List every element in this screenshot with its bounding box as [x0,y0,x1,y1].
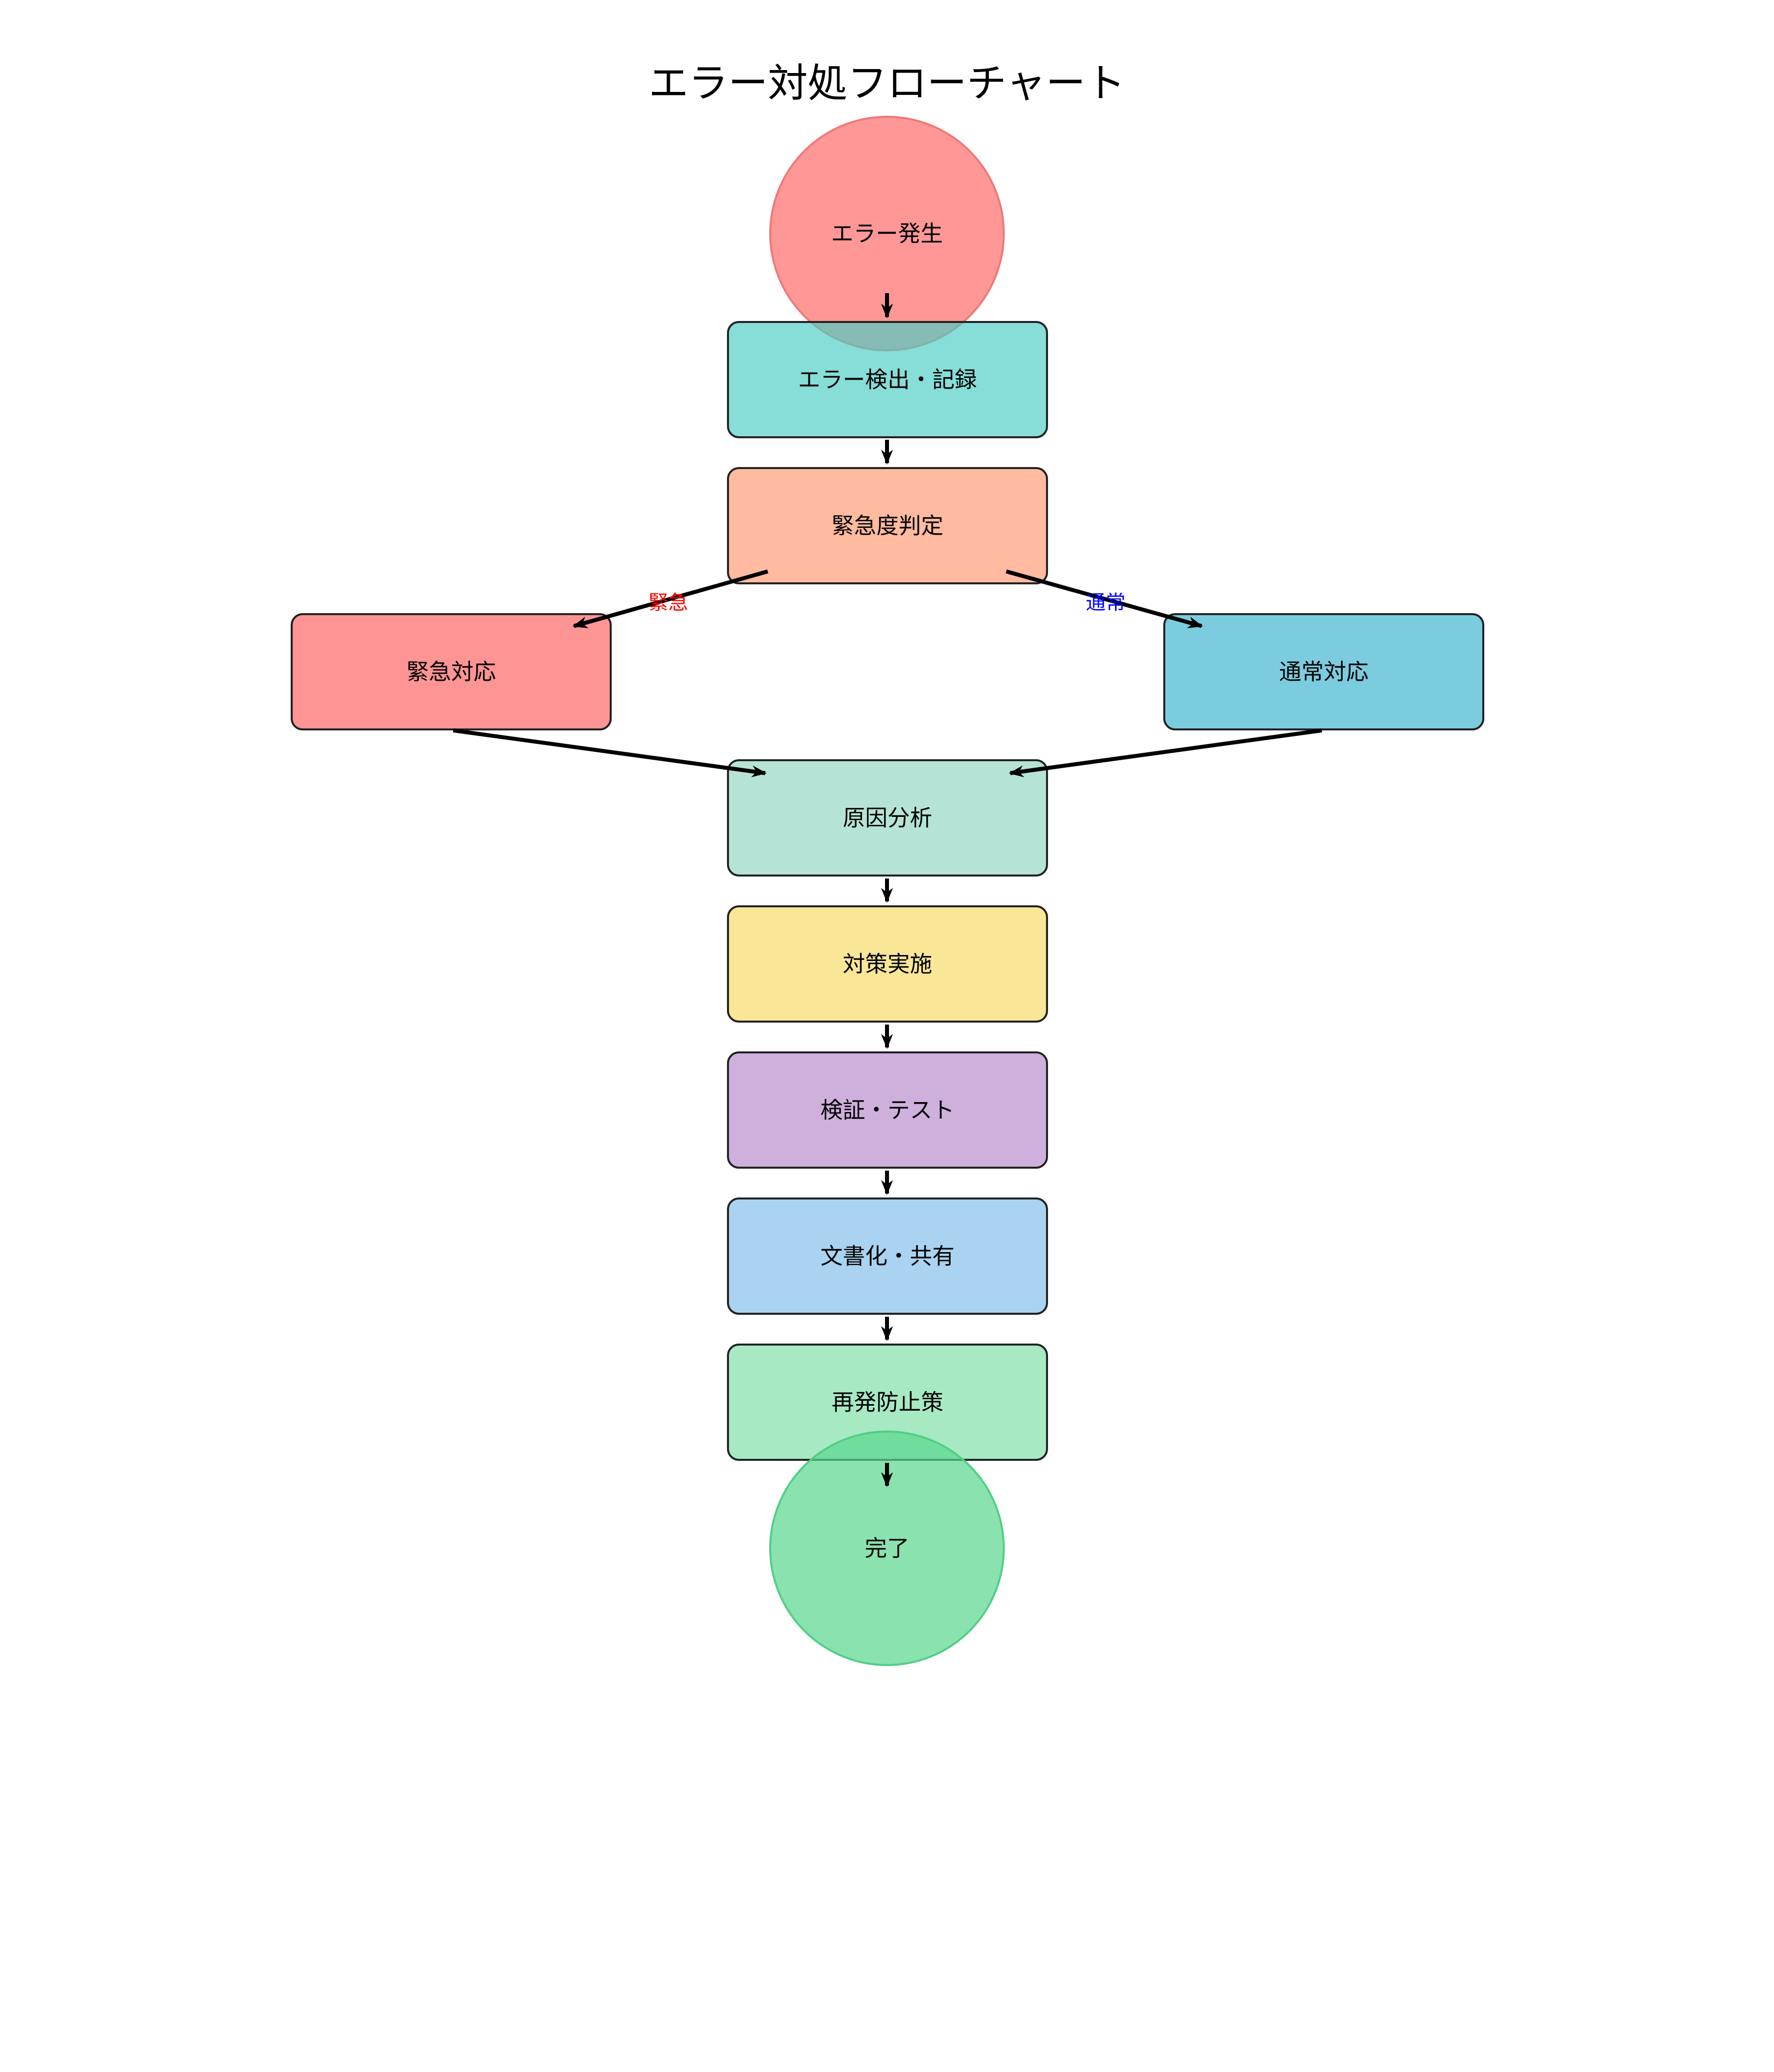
node-detect-label: エラー検出・記録 [798,367,977,393]
node-detect: エラー検出・記録 [727,321,1048,438]
node-end: 完了 [769,1431,1005,1666]
node-analysis-label: 原因分析 [843,805,932,831]
node-judge: 緊急度判定 [727,467,1048,584]
node-start-label: エラー発生 [831,221,943,247]
node-verify: 検証・テスト [727,1051,1048,1169]
edge-judge-urgent [572,569,769,629]
edge-normal-analysis [1009,728,1322,778]
page-title: エラー対処フローチャート [648,60,1125,106]
node-urgent-shape [291,613,612,730]
node-start: エラー発生 [769,116,1005,351]
node-normal-shape [1163,613,1484,730]
edge-urgent-analysis [453,728,767,778]
node-judge-label: 緊急度判定 [831,513,943,539]
node-analysis: 原因分析 [727,759,1048,877]
node-end-shape [769,1431,1005,1666]
node-analysis-shape [727,759,1048,877]
node-normal-label: 通常対応 [1279,659,1369,685]
edges-layer [453,293,1322,1487]
node-urgent-label: 緊急対応 [406,659,496,685]
node-verify-label: 検証・テスト [820,1097,955,1123]
edge-judge-normal [1005,569,1203,629]
edge-label-judge-normal: 通常 [1086,591,1126,614]
edge-label-judge-urgent: 緊急 [648,591,688,614]
edge-labels-layer: 緊急 通常 [648,591,1126,614]
node-measure-shape [727,905,1048,1023]
node-urgent: 緊急対応 [291,613,612,730]
node-prevent: 再発防止策 [727,1344,1048,1461]
node-document: 文書化・共有 [727,1197,1048,1315]
node-end-label: 完了 [865,1535,909,1562]
node-prevent-label: 再発防止策 [831,1389,943,1416]
node-judge-shape [727,467,1048,584]
node-document-shape [727,1197,1048,1315]
node-detect-shape [727,321,1048,438]
node-verify-shape [727,1051,1048,1169]
node-measure-label: 対策実施 [843,951,932,977]
node-measure: 対策実施 [727,905,1048,1023]
node-normal: 通常対応 [1163,613,1484,730]
node-document-label: 文書化・共有 [820,1243,955,1270]
